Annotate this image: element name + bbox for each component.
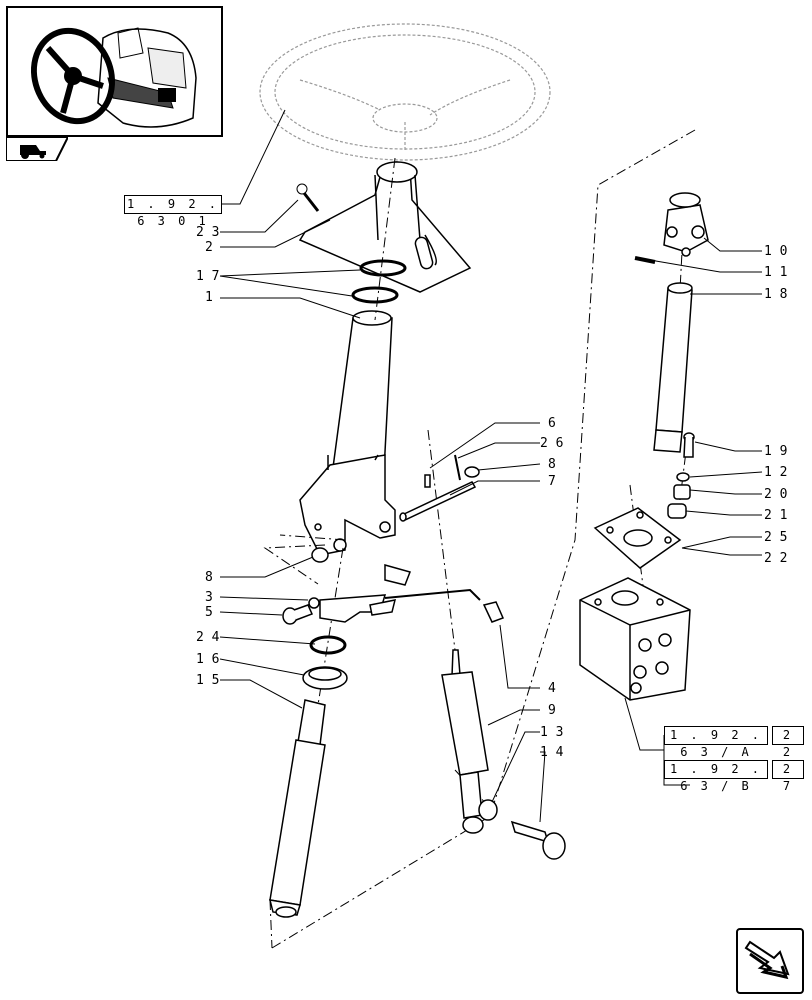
next-page-arrow-icon	[744, 940, 790, 980]
bolt-5	[282, 604, 314, 625]
callout-6: 6	[548, 416, 556, 431]
callout-14: 1 4	[540, 745, 564, 760]
intermediate-shaft-18	[653, 282, 693, 453]
steering-unit	[579, 577, 691, 701]
tractor-icon[interactable]	[5, 136, 70, 162]
spacer-20	[673, 484, 691, 500]
gasket-plate-25	[593, 507, 682, 569]
lower-shaft-15	[268, 699, 326, 918]
callout-1: 1	[205, 290, 213, 305]
next-page-button[interactable]	[736, 928, 804, 994]
callout-16: 1 6	[196, 652, 219, 667]
ref-b-page[interactable]: 2 7	[772, 760, 804, 793]
callout-21: 2 1	[764, 508, 787, 523]
washer-8	[311, 547, 329, 563]
callout-10: 1 0	[764, 244, 787, 259]
steering-wheel	[259, 23, 551, 161]
leader-lines	[219, 109, 763, 823]
callout-5: 5	[205, 605, 213, 620]
callout-8b: 8	[205, 570, 213, 585]
bushing-13	[478, 799, 498, 821]
callout-19: 1 9	[764, 444, 787, 459]
callout-24: 2 4	[196, 630, 220, 645]
callout-17: 1 7	[196, 269, 219, 284]
bushing-21	[667, 503, 687, 519]
callout-12: 1 2	[764, 465, 787, 480]
ref-a-link[interactable]: 1 . 9 2 . 6 3 / A	[664, 726, 768, 759]
callout-4: 4	[548, 681, 556, 696]
ref-a-page[interactable]: 2 2	[772, 726, 804, 759]
screw-19	[683, 432, 695, 458]
washer-12	[676, 472, 690, 482]
callout-3: 3	[205, 590, 213, 605]
gas-strut-9	[441, 649, 489, 834]
callout-labels: 2 3 2 1 7 1 6 2 6 8 7 8 3 5 2 4 1 6 1 5 …	[196, 225, 787, 760]
cab-thumbnail	[6, 6, 223, 137]
washer-3	[308, 597, 320, 609]
roll-pin-11	[634, 256, 656, 264]
ref-steering-wheel-link[interactable]: 1 . 9 2 . 6 3 0 1	[124, 195, 222, 228]
callout-25: 2 5	[764, 530, 787, 545]
callout-7: 7	[548, 474, 556, 489]
ref-b-link[interactable]: 1 . 9 2 . 6 3 / B	[664, 760, 768, 793]
callout-23: 2 3	[196, 225, 219, 240]
callout-9: 9	[548, 703, 556, 718]
callout-8a: 8	[548, 457, 556, 472]
bearing-16	[302, 666, 348, 690]
callout-2: 2	[205, 240, 213, 255]
column-cover	[298, 161, 472, 293]
callout-15: 1 5	[196, 673, 219, 688]
pin-assembly	[399, 454, 480, 522]
universal-joint-10	[663, 192, 709, 257]
callout-11: 1 1	[764, 265, 787, 280]
callout-18: 1 8	[764, 287, 787, 302]
column-bracket	[299, 454, 396, 556]
callout-26: 2 6	[540, 436, 563, 451]
tilt-lever	[319, 564, 505, 623]
callout-22: 2 2	[764, 551, 787, 566]
circlip-24	[309, 635, 347, 655]
o-ring-17b	[351, 286, 399, 304]
callout-20: 2 0	[764, 487, 787, 502]
bolt-14	[510, 820, 566, 860]
screw-23	[296, 183, 320, 212]
callout-13: 1 3	[540, 725, 563, 740]
o-ring-17a	[359, 259, 407, 277]
